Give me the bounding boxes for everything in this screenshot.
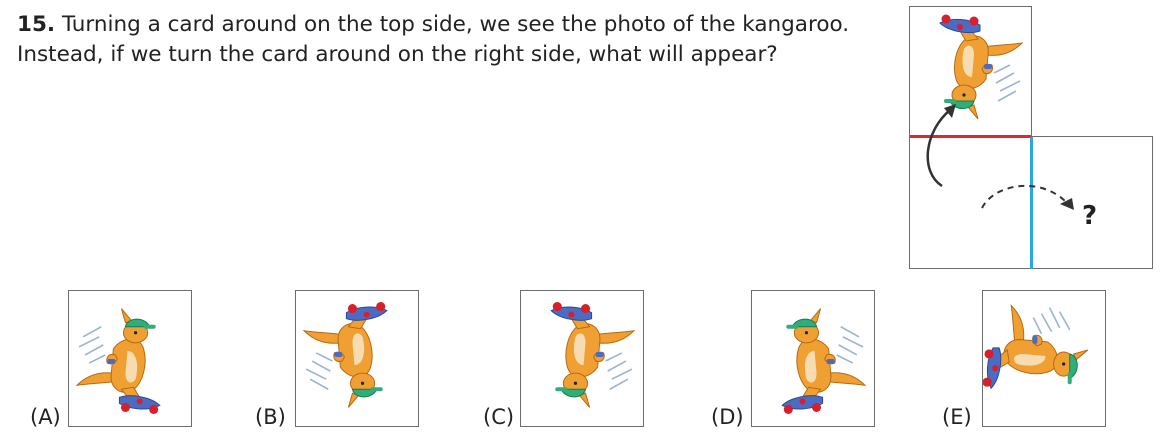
option-a-card[interactable] [68, 290, 192, 427]
option-a-kangaroo-image [76, 307, 161, 415]
option-b-label[interactable]: (B) [255, 405, 286, 429]
diagram-overlay: ? [910, 104, 1097, 269]
dashed-arrow-head-icon [1060, 198, 1074, 210]
question-line-2: Instead, if we turn the card around on t… [17, 42, 778, 67]
option-c-kangaroo-image [550, 301, 635, 409]
curved-arrow [926, 109, 951, 188]
option-d-kangaroo-image [781, 307, 866, 415]
option-d-label[interactable]: (D) [711, 405, 744, 429]
arrow-head-icon [944, 104, 956, 118]
question-number: 15. [17, 12, 56, 37]
option-b-kangaroo-image [303, 301, 388, 409]
diagram-bottom-left-cell [909, 136, 1032, 269]
question-text: 15. Turning a card around on the top sid… [17, 10, 897, 70]
option-d-card[interactable] [751, 290, 875, 427]
option-e-label[interactable]: (E) [942, 405, 972, 429]
option-a-label[interactable]: (A) [30, 405, 61, 429]
dashed-arrow [981, 184, 1067, 209]
option-c-card[interactable] [520, 290, 644, 427]
question-line-1-text: Turning a card around on the top side, w… [61, 12, 850, 37]
option-b-card[interactable] [295, 290, 419, 427]
diagram-bottom-right-cell [1031, 136, 1153, 269]
diagram-top-card [909, 6, 1032, 137]
option-e-kangaroo-image [983, 304, 1089, 390]
question-line-1: 15. Turning a card around on the top sid… [17, 10, 897, 40]
option-c-label[interactable]: (C) [483, 405, 515, 429]
question-mark: ? [1082, 201, 1097, 231]
option-e-card[interactable] [982, 290, 1106, 427]
